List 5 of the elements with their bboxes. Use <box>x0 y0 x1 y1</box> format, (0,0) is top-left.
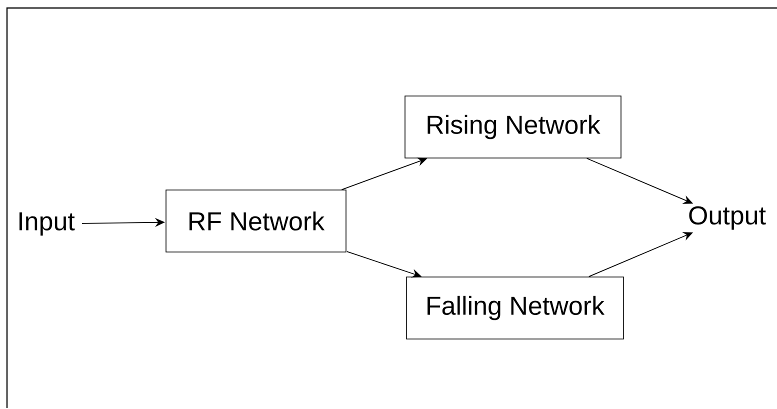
node-label: Output <box>689 206 766 230</box>
process-box: Rising Network <box>404 96 622 158</box>
node-label: Input <box>20 212 75 236</box>
process-box: Falling Network <box>406 276 624 340</box>
process-box: RF Network <box>166 190 346 252</box>
